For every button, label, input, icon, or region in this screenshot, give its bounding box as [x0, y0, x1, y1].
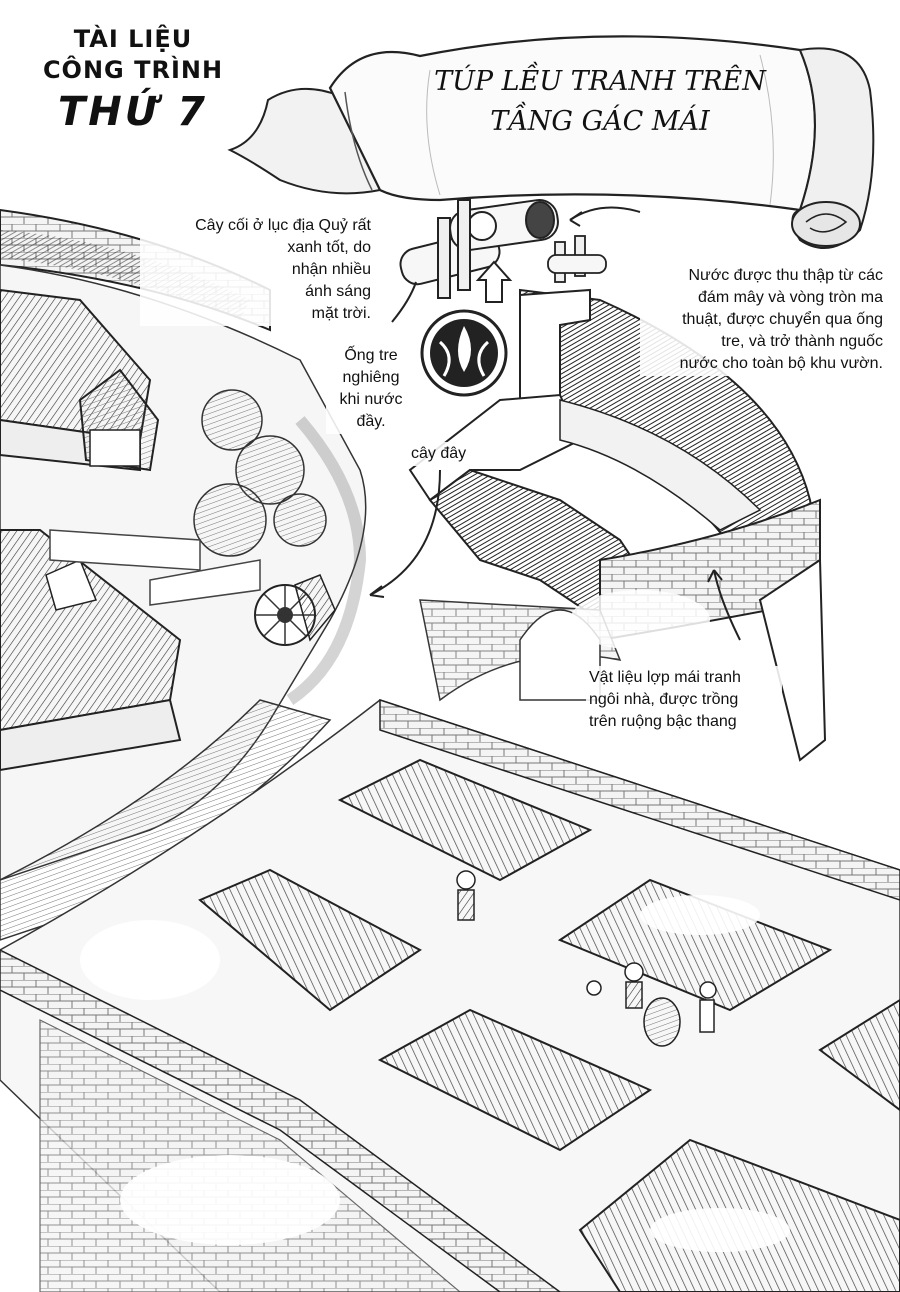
note-trees-line: ánh sáng — [305, 283, 371, 300]
title-number: THỨ 7 — [58, 89, 208, 135]
note-bamboo-line: nghiêng — [342, 369, 400, 386]
title-line-2: CÔNG TRÌNH — [42, 56, 224, 84]
note-thatch-line: Vật liệu lợp mái tranh — [589, 669, 741, 686]
scroll-title-line-2: TẦNG GÁC MÁI — [490, 106, 710, 137]
note-water: Nước được thu thập từ các đám mây và vòn… — [640, 264, 886, 376]
note-trees: Cây cối ở lục địa Quỷ rất xanh tốt, do n… — [140, 214, 374, 326]
title-line-1: TÀI LIỆU — [73, 25, 193, 53]
note-water-line: nước cho toàn bộ khu vườn. — [679, 355, 883, 372]
note-bamboo: Ống tre nghiêng khi nước đầy. — [326, 344, 416, 434]
scroll-title-line-1: TÚP LỀU TRANH TRÊN — [434, 66, 766, 97]
note-bamboo-line: Ống tre — [344, 347, 398, 364]
note-thatch-line: ngôi nhà, được trồng — [589, 691, 739, 708]
bamboo-pipe-drawing — [391, 199, 641, 397]
scroll-title: TÚP LỀU TRANH TRÊN TẦNG GÁC MÁI — [420, 62, 780, 142]
note-trees-line: mặt trời. — [311, 305, 371, 322]
terraced-fields — [0, 590, 900, 1292]
note-tree-here: cây đây — [408, 442, 470, 466]
note-bamboo-line: khi nước — [339, 391, 403, 408]
note-water-line: đám mây và vòng tròn ma — [698, 289, 883, 306]
note-trees-line: xanh tốt, do — [287, 239, 371, 256]
note-thatch: Vật liệu lợp mái tranh ngôi nhà, được tr… — [586, 666, 782, 734]
note-thatch-line: trên ruộng bậc thang — [589, 713, 737, 730]
note-trees-line: Cây cối ở lục địa Quỷ rất — [195, 217, 371, 234]
scroll-banner — [227, 35, 875, 249]
note-water-line: tre, và trở thành nguốc — [721, 333, 883, 350]
note-bamboo-line: đầy. — [356, 413, 386, 430]
document-title: TÀI LIỆU CÔNG TRÌNH THỨ 7 — [28, 24, 238, 138]
note-water-line: Nước được thu thập từ các — [688, 267, 883, 284]
note-trees-line: nhận nhiều — [291, 261, 371, 278]
note-water-line: thuật, được chuyển qua ống — [682, 311, 883, 328]
